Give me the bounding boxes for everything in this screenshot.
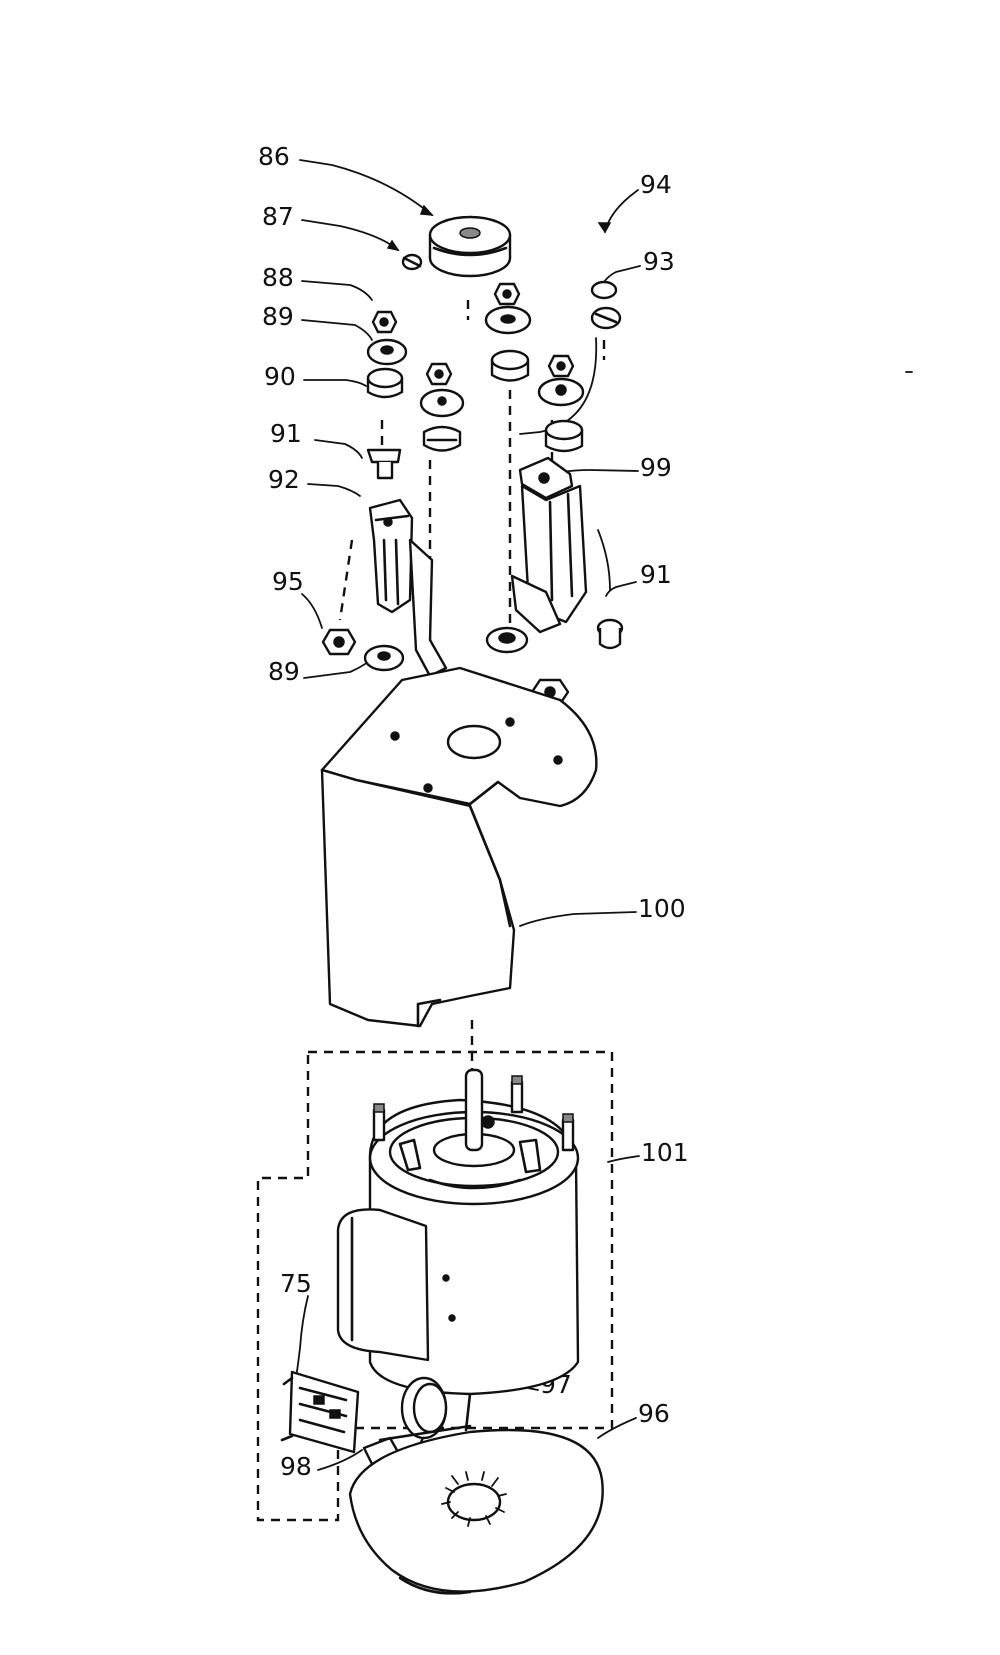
callout-94: 94 <box>640 170 672 199</box>
callout-95: 95 <box>272 567 304 596</box>
callout-92: 92 <box>268 465 300 494</box>
motor-body <box>336 1068 580 1440</box>
pulley-part-86 <box>428 215 512 278</box>
switch-part-75 <box>280 1370 360 1454</box>
fan-plate-part-96 <box>348 1428 604 1595</box>
callout-93: 93 <box>643 247 675 276</box>
callout-87: 87 <box>262 202 294 231</box>
center-washer-stack <box>419 362 465 452</box>
callout-89-bottom: 89 <box>268 657 300 686</box>
pulley-washer-stack <box>484 282 532 382</box>
set-screw-part-87 <box>401 253 423 271</box>
motor-housing-part-100 <box>320 666 598 1028</box>
callout-86: 86 <box>258 142 290 171</box>
callout-100: 100 <box>638 894 686 923</box>
callout-88: 88 <box>262 263 294 292</box>
callout-101: 101 <box>641 1138 689 1167</box>
callout-90: 90 <box>264 362 296 391</box>
callout-75: 75 <box>280 1269 312 1298</box>
callout-98: 98 <box>280 1452 312 1481</box>
callout-91-right: 91 <box>640 560 672 589</box>
right-bracket-part-99 <box>510 456 588 634</box>
callout-96: 96 <box>638 1399 670 1428</box>
callout-89-top: 89 <box>262 302 294 331</box>
motor-assembly-boundary-101 <box>256 1050 614 1522</box>
callout-99: 99 <box>640 453 672 482</box>
left-washer-stack <box>366 310 408 480</box>
callout-91-left: 91 <box>270 419 302 448</box>
left-bracket-part-92 <box>368 498 448 678</box>
lower-fasteners <box>321 618 624 706</box>
right-washer-stack <box>537 280 622 453</box>
